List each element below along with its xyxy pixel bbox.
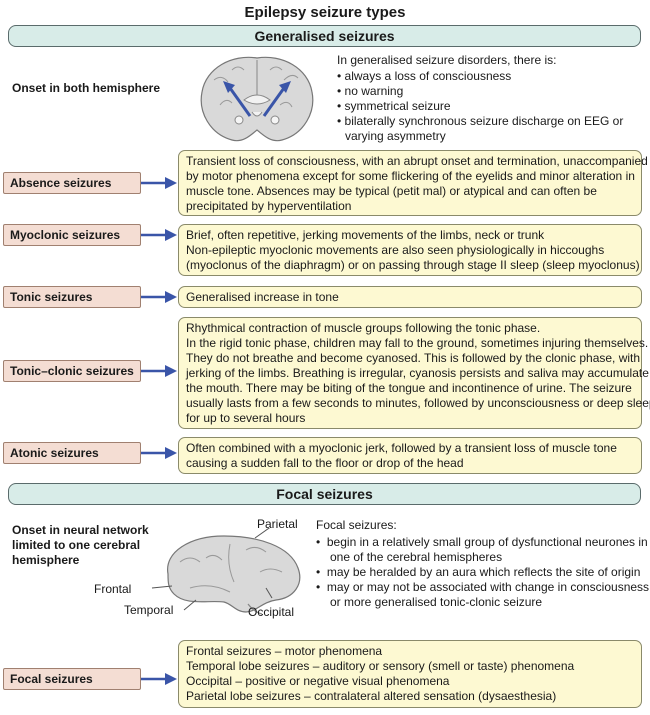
- generalised-bullet: • always a loss of consciousness: [337, 69, 512, 83]
- focal-bullet: • begin in a relatively small group of d…: [316, 535, 648, 549]
- focal-bullet-continuation: one of the cerebral hemispheres: [330, 550, 503, 564]
- description-tonic-clonic-seizures: Rhythmical contraction of muscle groups …: [178, 317, 650, 429]
- generalised-bullet: • no warning: [337, 84, 404, 98]
- description-absence-seizures: Transient loss of consciousness, with an…: [178, 150, 648, 216]
- label-tonic-seizures: Tonic seizures: [3, 286, 141, 308]
- label-focal-seizures: Focal seizures: [3, 668, 141, 690]
- generalised-section-header: Generalised seizures: [8, 25, 641, 47]
- arrow-right-icon: [141, 229, 177, 241]
- label-tonic-clonic-seizures: Tonic–clonic seizures: [3, 360, 141, 382]
- focal-section-header: Focal seizures: [8, 483, 641, 505]
- generalised-intro: In generalised seizure disorders, there …: [337, 53, 557, 67]
- generalised-bullet-continuation: varying asymmetry: [345, 129, 446, 143]
- focal-onset-label: Onset in neural network limited to one c…: [12, 523, 149, 567]
- focal-bullet-continuation: or more generalised tonic-clonic seizure: [330, 595, 543, 609]
- focal-bullet-list: • begin in a relatively small group of d…: [316, 535, 649, 610]
- label-myoclonic-seizures: Myoclonic seizures: [3, 224, 141, 246]
- arrow-right-icon: [141, 447, 177, 459]
- arrow-right-icon: [141, 673, 177, 685]
- brain-label-temporal: Temporal: [124, 603, 174, 617]
- description-tonic-seizures: Generalised increase in tone: [178, 286, 642, 308]
- coronal-brain-illustration: [200, 56, 314, 142]
- brain-label-occipital: Occipital: [248, 605, 295, 619]
- focal-intro: Focal seizures:: [316, 518, 397, 532]
- generalised-bullet: • symmetrical seizure: [337, 99, 451, 113]
- focal-bullet: • may be heralded by an aura which refle…: [316, 565, 641, 579]
- description-atonic-seizures: Often combined with a myoclonic jerk, fo…: [178, 437, 642, 474]
- brain-label-parietal: Parietal: [257, 517, 298, 531]
- description-myoclonic-seizures: Brief, often repetitive, jerking movemen…: [178, 224, 642, 276]
- generalised-onset-label: Onset in both hemisphere: [12, 81, 161, 95]
- page-title: Epilepsy seizure types: [244, 4, 406, 21]
- focal-bullet: • may or may not be associated with chan…: [316, 580, 650, 594]
- arrow-right-icon: [141, 365, 177, 377]
- generalised-bullet-list: • always a loss of consciousness • no wa…: [337, 69, 623, 144]
- arrow-right-icon: [141, 291, 177, 303]
- generalised-bullet: • bilaterally synchronous seizure discha…: [337, 114, 624, 128]
- arrow-right-icon: [141, 177, 177, 189]
- description-focal-seizures: Frontal seizures – motor phenomena Tempo…: [178, 640, 642, 708]
- lateral-brain-illustration: [151, 528, 301, 615]
- label-absence-seizures: Absence seizures: [3, 172, 141, 194]
- brain-label-frontal: Frontal: [94, 582, 132, 596]
- label-atonic-seizures: Atonic seizures: [3, 442, 141, 464]
